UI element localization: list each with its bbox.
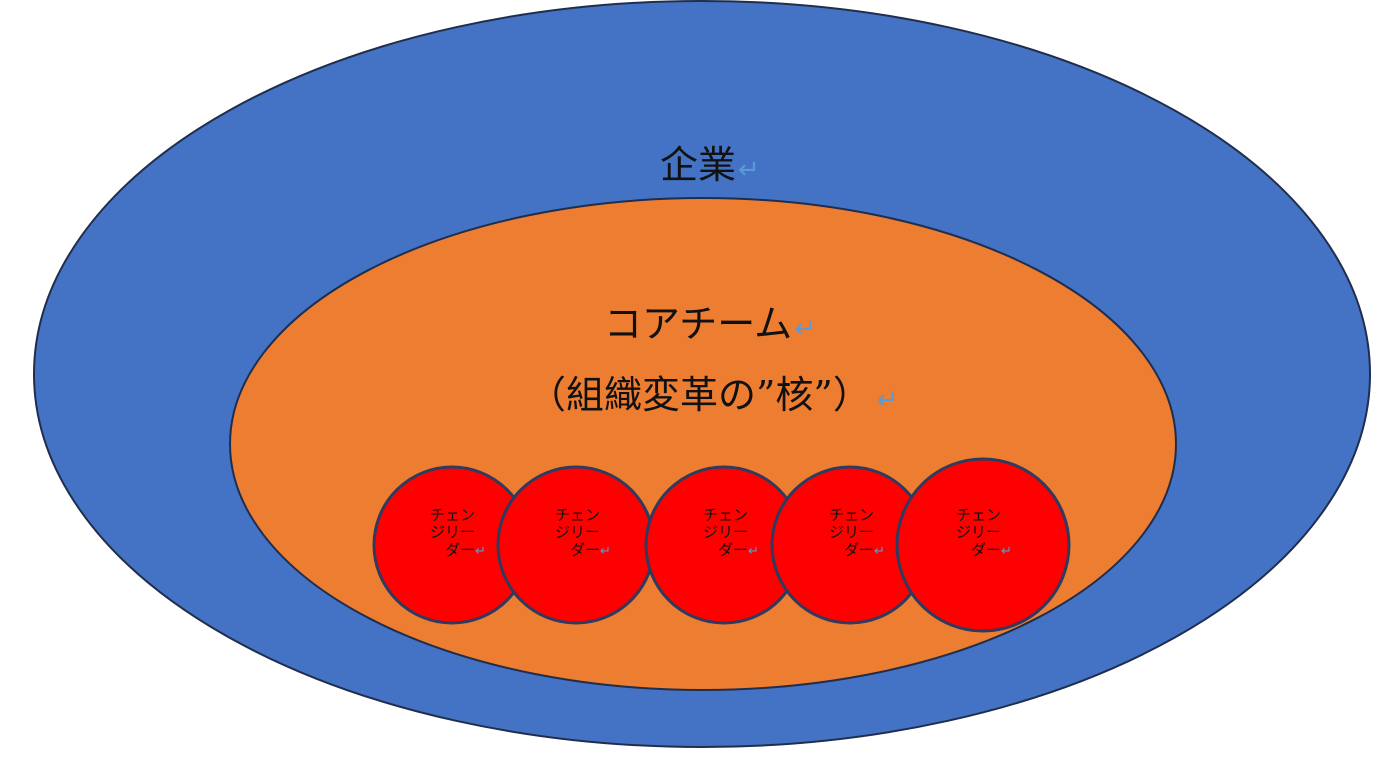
- core-team-title: コアチーム: [604, 302, 792, 346]
- svg-text:チェン: チェン: [956, 506, 1001, 524]
- return-mark-icon: ↵: [748, 544, 759, 559]
- svg-text:ジリー: ジリー: [956, 523, 1001, 541]
- company-label-text: 企業↵: [660, 143, 760, 187]
- change-leader-line3: ダー: [971, 541, 1001, 559]
- return-mark-icon: ↵: [475, 544, 486, 559]
- change-leader-line3: ダー: [445, 541, 475, 559]
- company-label: 企業: [660, 143, 736, 187]
- change-leader-line3: ダー: [570, 541, 600, 559]
- change-leader-2: チェン ジリー ダー↵: [496, 465, 656, 625]
- core-team-subtitle: （組織変革の”核”）: [528, 373, 871, 417]
- svg-text:ジリー: ジリー: [555, 523, 600, 541]
- change-leader-line2: ジリー: [430, 523, 475, 541]
- core-team-subtitle-text: （組織変革の”核”）↵: [528, 373, 899, 417]
- svg-text:ダー↵: ダー↵: [844, 541, 885, 559]
- svg-text:ダー↵: ダー↵: [570, 541, 611, 559]
- svg-text:チェン: チェン: [829, 506, 874, 524]
- return-mark-icon: ↵: [794, 314, 816, 344]
- change-leader-5: チェン ジリー ダー↵: [895, 457, 1071, 633]
- return-mark-icon: ↵: [738, 155, 760, 185]
- change-leader-line2: ジリー: [956, 523, 1001, 541]
- svg-text:ジリー: ジリー: [430, 523, 475, 541]
- change-leader-line1: チェン: [956, 506, 1001, 524]
- change-leader-circle: [895, 457, 1071, 633]
- return-mark-icon: ↵: [1001, 544, 1012, 559]
- change-leader-line3: ダー: [844, 541, 874, 559]
- svg-text:ジリー: ジリー: [703, 523, 748, 541]
- svg-text:ダー↵: ダー↵: [971, 541, 1012, 559]
- svg-text:ダー↵: ダー↵: [445, 541, 486, 559]
- svg-text:チェン: チェン: [430, 506, 475, 524]
- change-leader-line2: ジリー: [555, 523, 600, 541]
- change-leader-line2: ジリー: [703, 523, 748, 541]
- change-leader-line1: チェン: [430, 506, 475, 524]
- change-leader-line3: ダー: [718, 541, 748, 559]
- core-team-title-text: コアチーム↵: [604, 302, 816, 346]
- svg-text:ダー↵: ダー↵: [718, 541, 759, 559]
- svg-text:チェン: チェン: [555, 506, 600, 524]
- svg-text:チェン: チェン: [703, 506, 748, 524]
- change-leader-line1: チェン: [829, 506, 874, 524]
- return-mark-icon: ↵: [877, 385, 899, 415]
- change-leader-line2: ジリー: [829, 523, 874, 541]
- return-mark-icon: ↵: [600, 544, 611, 559]
- change-leader-1: チェン ジリー ダー↵: [372, 465, 532, 625]
- svg-text:ジリー: ジリー: [829, 523, 874, 541]
- change-leader-line1: チェン: [555, 506, 600, 524]
- return-mark-icon: ↵: [874, 544, 885, 559]
- change-leader-3: チェン ジリー ダー↵: [644, 465, 804, 625]
- change-leader-line1: チェン: [703, 506, 748, 524]
